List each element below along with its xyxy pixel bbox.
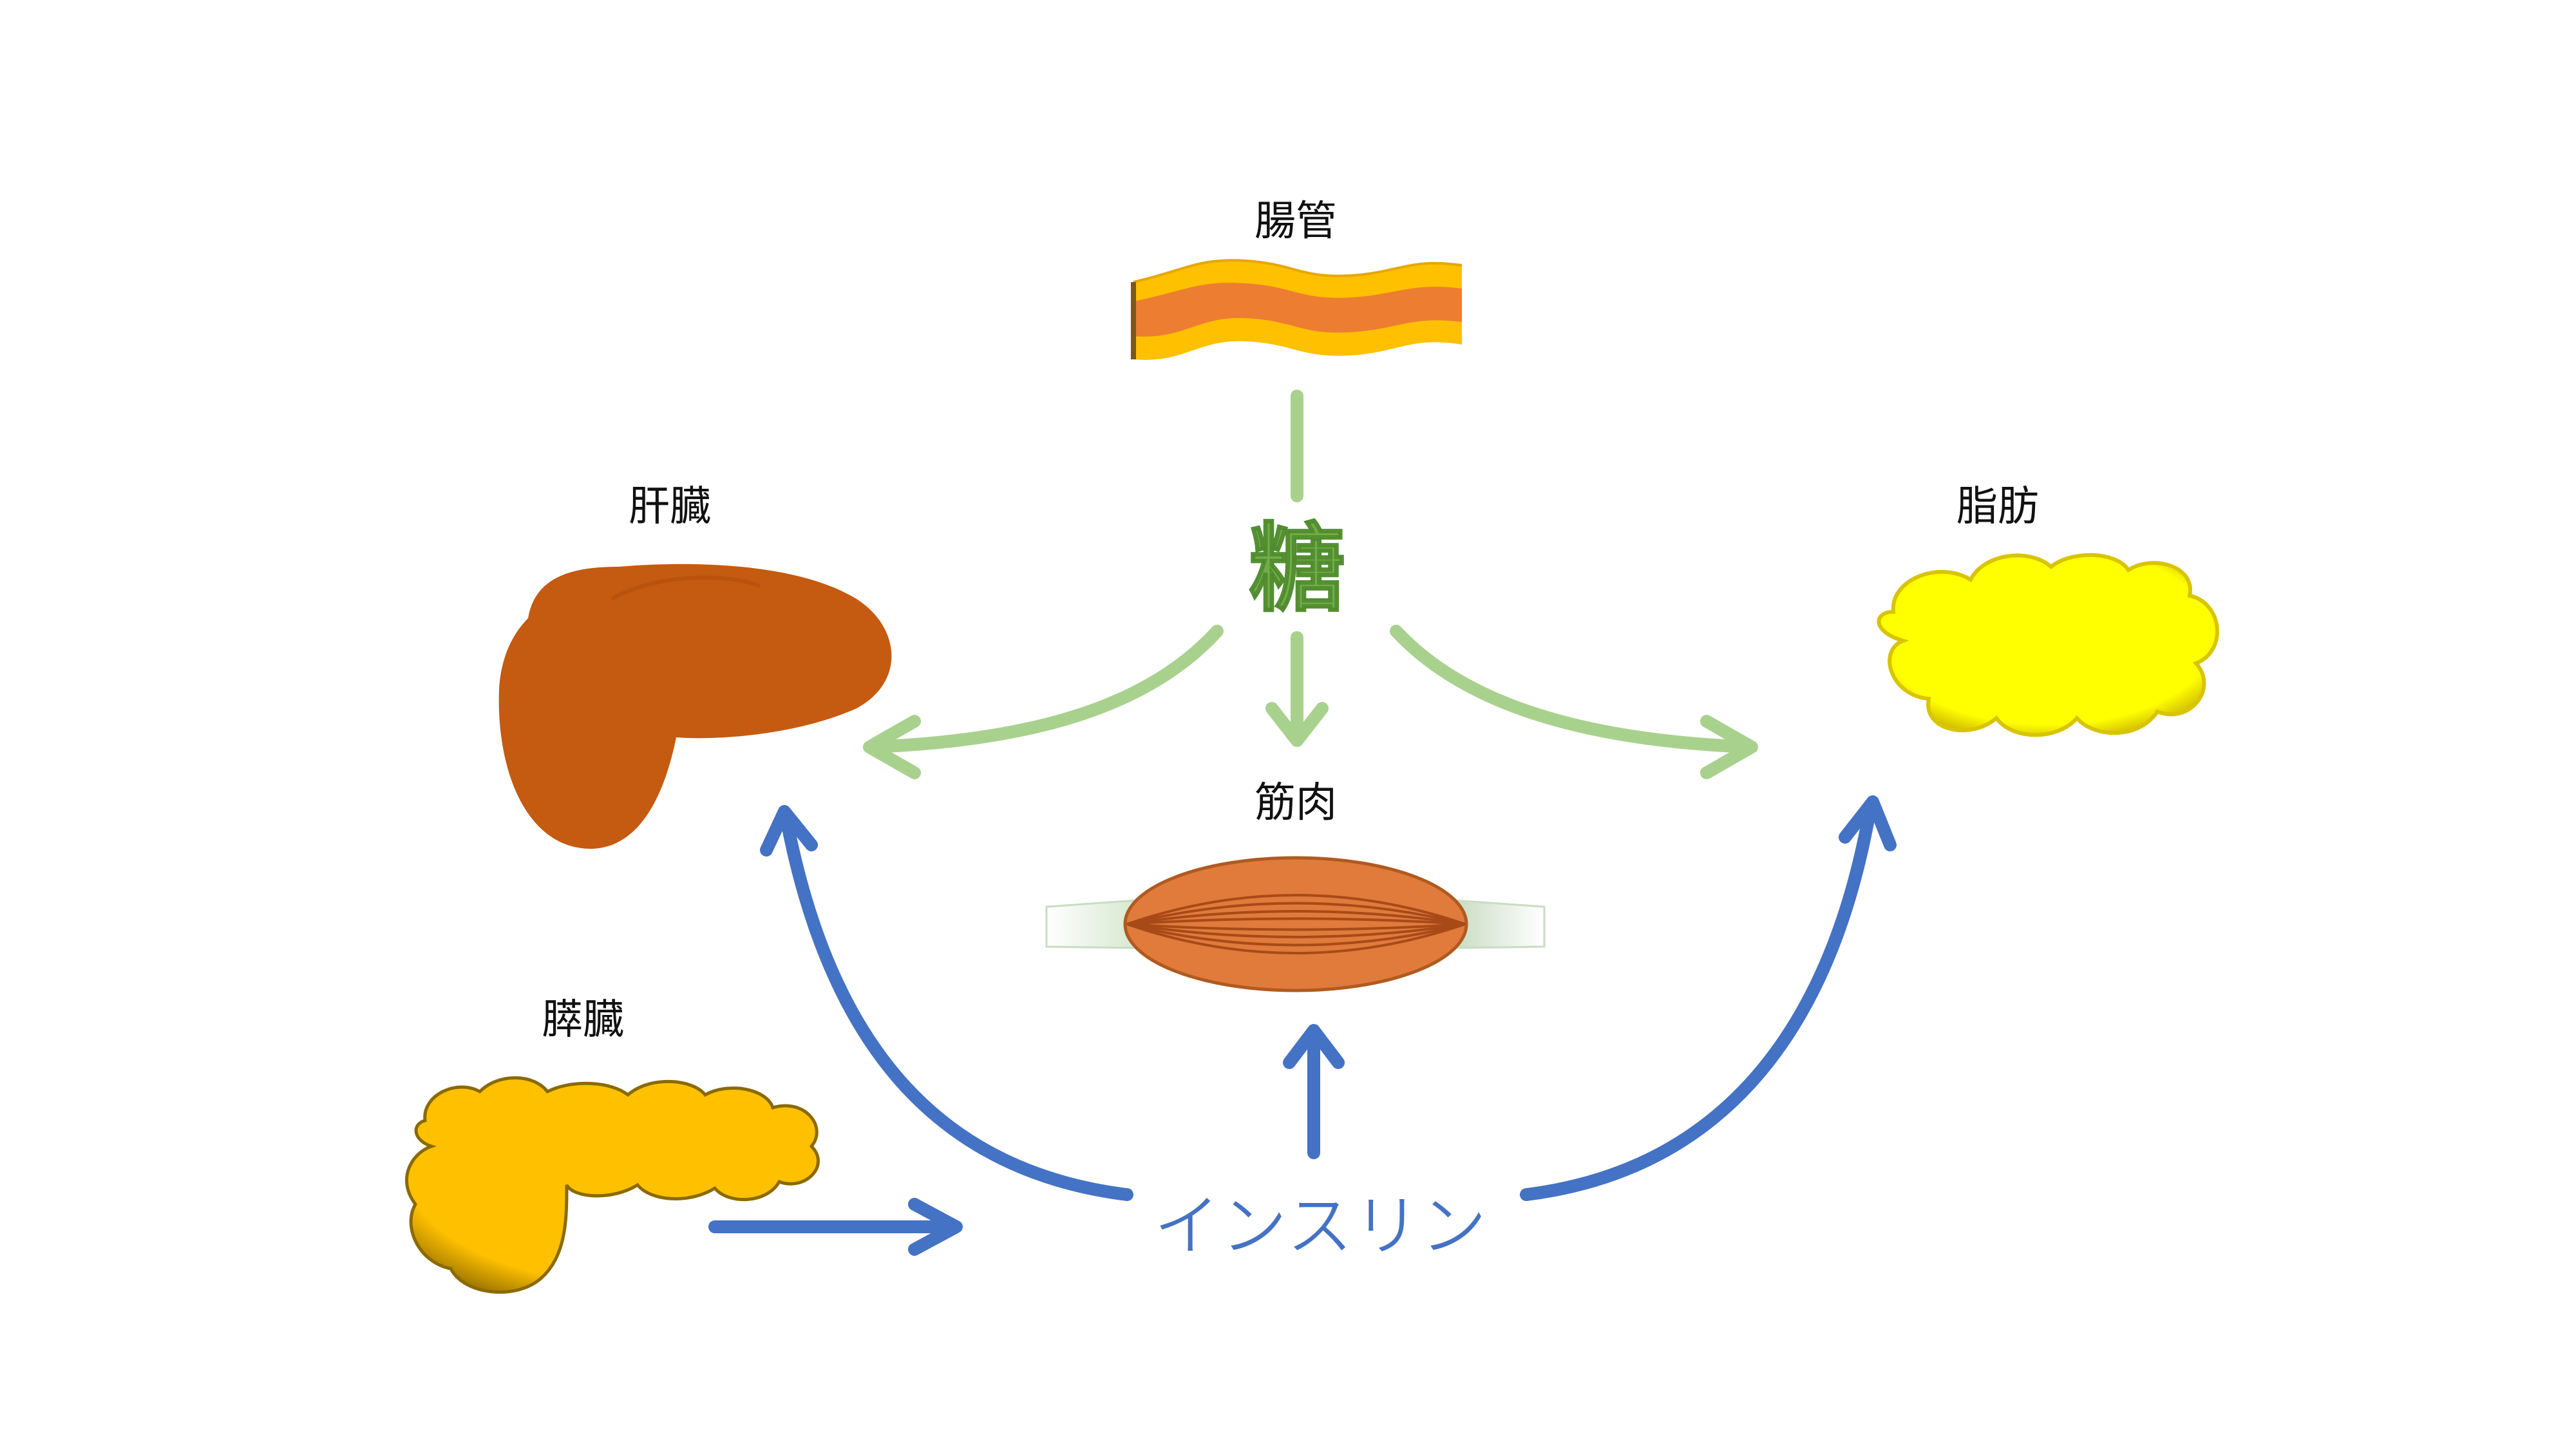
sugar-to-fat-arrow <box>1390 625 1758 779</box>
pancreas-icon <box>404 1076 820 1294</box>
insulin-label: インスリン <box>1153 1187 1487 1265</box>
fat-icon <box>1877 553 2219 737</box>
pancreas-label: 膵臓 <box>542 996 624 1044</box>
pancreas-to-insulin-arrow <box>708 1198 963 1256</box>
insulin-to-liver-arrow <box>760 805 1133 1201</box>
sugar-flow-arrows <box>863 390 1758 779</box>
liver-label: 肝臓 <box>629 483 711 531</box>
fat-label: 脂肪 <box>1956 483 2039 531</box>
insulin-to-fat-arrow <box>1520 795 1897 1201</box>
intestine-label: 腸管 <box>1255 198 1337 245</box>
intestine-icon <box>1131 259 1463 360</box>
muscle-label: 筋肉 <box>1255 779 1337 827</box>
insulin-flow-arrows <box>708 795 1897 1256</box>
insulin-to-muscle-arrow <box>1283 1024 1345 1159</box>
liver-icon <box>498 564 892 849</box>
sugar-to-muscle-arrow <box>1265 631 1329 747</box>
muscle-icon <box>1045 856 1546 992</box>
sugar-to-liver-arrow <box>863 625 1224 779</box>
sugar-label: 糖 <box>1249 513 1345 625</box>
